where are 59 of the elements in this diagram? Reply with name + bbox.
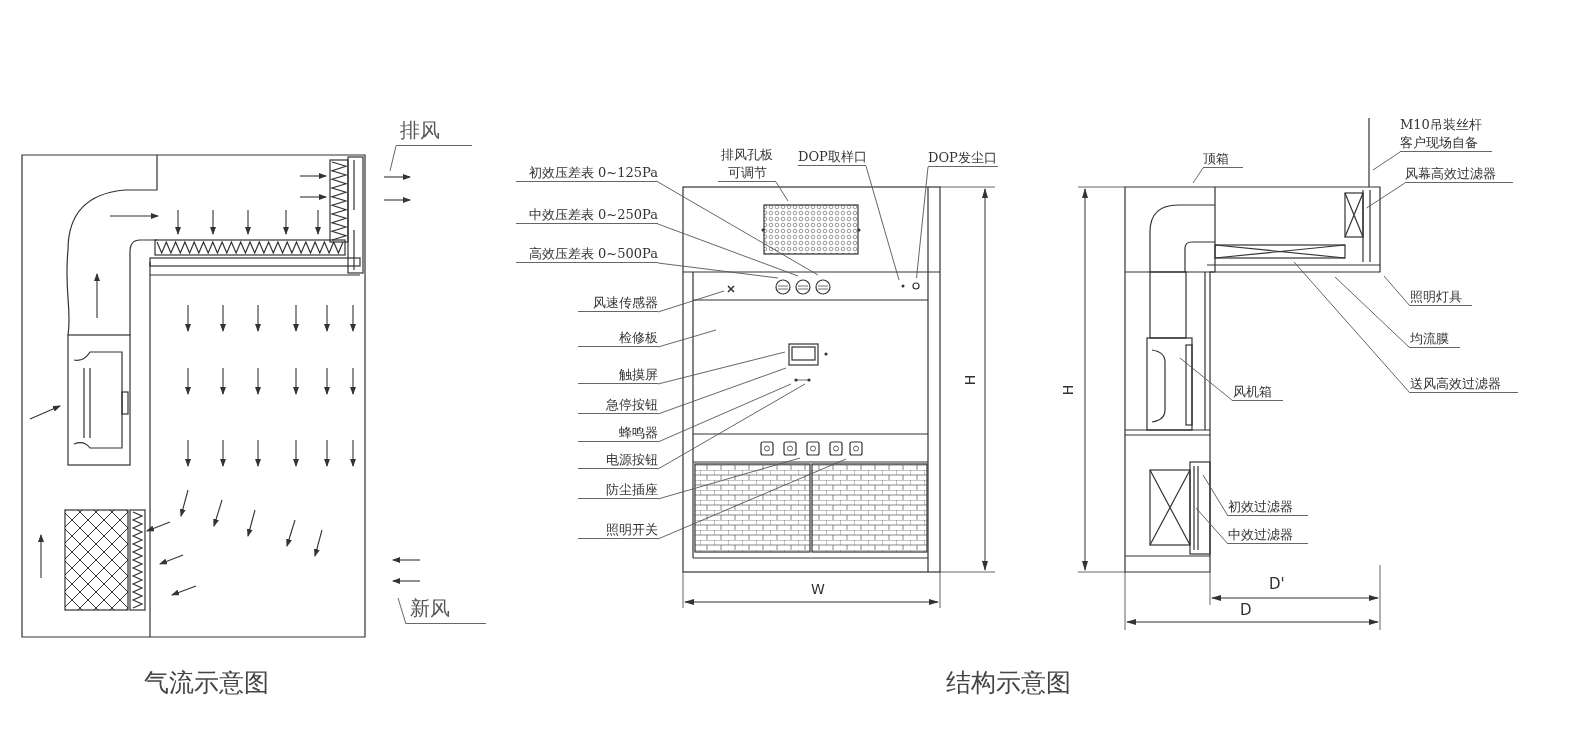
callout-label: 排风孔板可调节 (718, 146, 776, 182)
callout-label: 电源按钮 (578, 451, 658, 469)
callout-label: DOP发尘口 (928, 149, 998, 167)
cabinet-side-drawing (1124, 117, 1381, 573)
callout-label: 照明灯具 (1410, 288, 1472, 306)
leader-line (1202, 474, 1229, 517)
callout-label: 初效压差表 0~125Pa (516, 164, 658, 182)
leader-line (1195, 507, 1229, 545)
leader-line (657, 181, 819, 276)
leader-line (389, 145, 397, 172)
callout-label: 中效过滤器 (1228, 526, 1308, 544)
caption: 气流示意图 (143, 666, 269, 699)
leader-line (657, 367, 787, 415)
callout-label: 急停按钮 (578, 396, 658, 414)
callout-label: 风速传感器 (578, 294, 658, 312)
leader-line (916, 166, 929, 279)
callout-label: 蜂鸣器 (578, 424, 658, 442)
cabinet-front-drawing (682, 186, 941, 573)
leader-line (1192, 167, 1204, 184)
callout-label: 风幕高效过滤器 (1405, 165, 1513, 183)
callout-label: 检修板 (578, 329, 658, 347)
callout-label: 顶箱 (1203, 150, 1243, 168)
callout-label: 初效过滤器 (1228, 498, 1308, 516)
callout-label: M10吊装丝杆客户现场自备 (1400, 116, 1492, 152)
leader-line (1179, 357, 1234, 402)
leader-line (1293, 261, 1411, 394)
callout-label: 中效压差表 0~250Pa (516, 206, 658, 224)
leader-line (657, 383, 806, 470)
dimension-label: H (961, 374, 978, 386)
leader-line (657, 457, 801, 500)
caption: 结构示意图 (945, 666, 1071, 699)
leader-line (775, 181, 789, 202)
callout-label: 排风 (396, 116, 472, 146)
callout-label: 风机箱 (1233, 383, 1283, 401)
leader-line (657, 383, 792, 443)
leader-line (657, 290, 725, 313)
callout-label: 送风高效过滤器 (1410, 375, 1518, 393)
callout-label: DOP取样口 (798, 148, 866, 166)
callout-label: 高效压差表 0~500Pa (516, 245, 658, 263)
callout-label: 防尘插座 (578, 481, 658, 499)
leader-line (657, 458, 847, 540)
leader-line (657, 329, 717, 348)
callout-label: 均流膜 (1410, 330, 1460, 348)
leader-line (865, 165, 900, 281)
dimension-label: W (811, 581, 825, 597)
callout-label: 照明开关 (578, 521, 658, 539)
leader-line (657, 223, 799, 277)
leader-line (397, 597, 407, 625)
dimension-label: H (1059, 384, 1076, 396)
leader-line (657, 262, 779, 279)
leader-line (1334, 276, 1411, 349)
leader-line (1383, 275, 1411, 307)
leader-line (1366, 182, 1406, 209)
dimension-label: D' (1269, 575, 1285, 593)
dimension-label: D (1240, 601, 1252, 619)
callout-label: 触摸屏 (578, 366, 658, 384)
leader-line (1372, 151, 1401, 171)
callout-label: 新风 (406, 594, 486, 624)
leader-line (657, 351, 786, 385)
